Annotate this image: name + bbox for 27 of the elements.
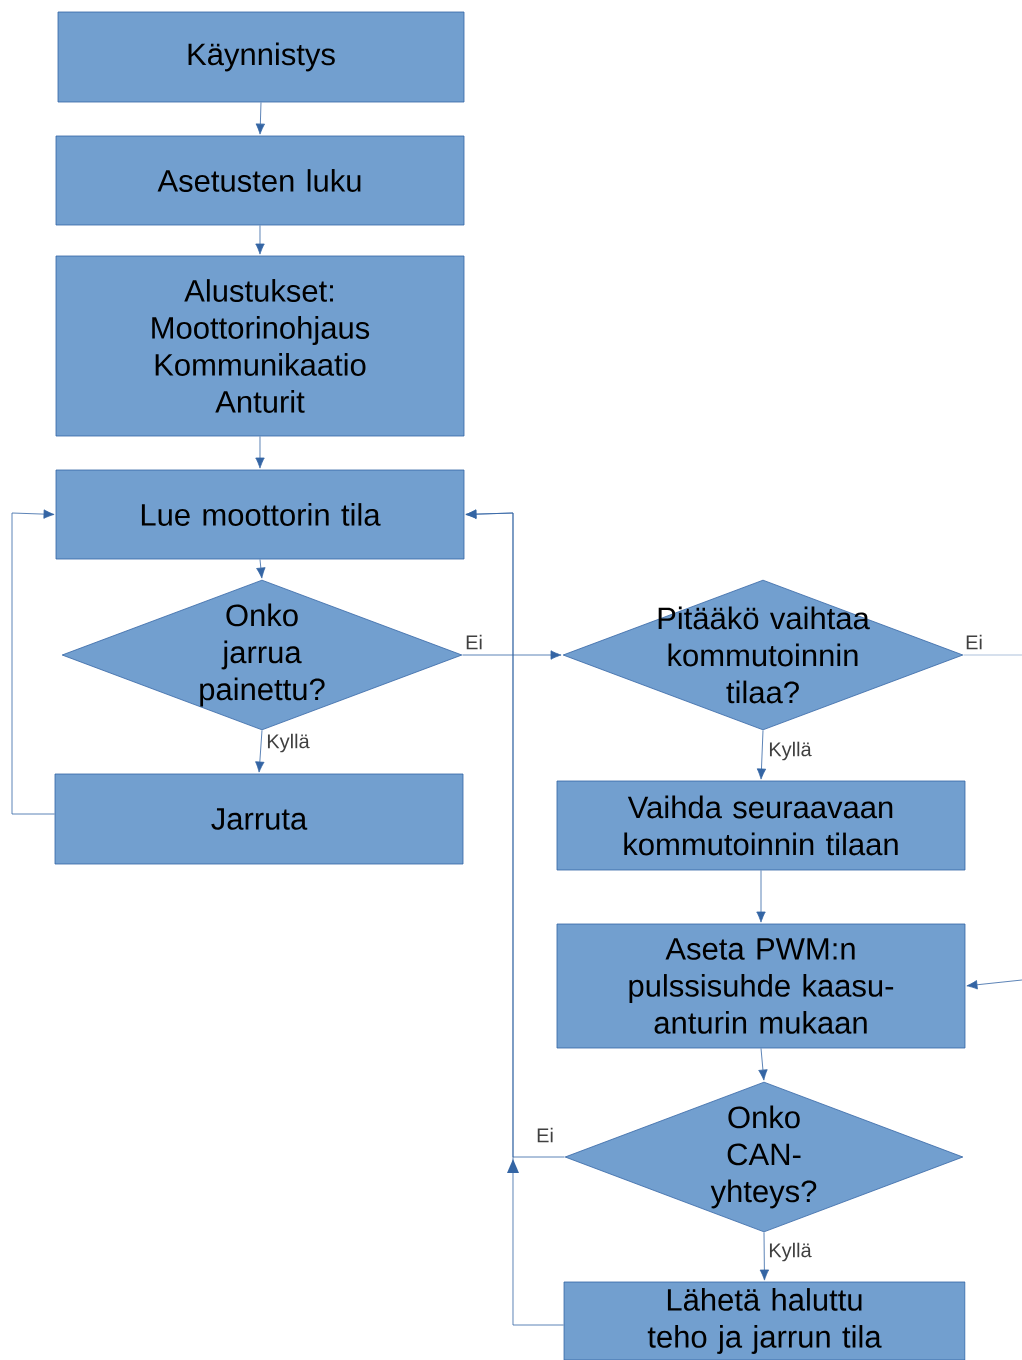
edge-label: Kyllä xyxy=(265,732,311,754)
edge-label: Ei xyxy=(964,633,984,651)
process-box: Lähetä haluttu teho ja jarrun tila xyxy=(563,1281,966,1360)
edge-label: Ei xyxy=(464,633,484,651)
arrow xyxy=(255,102,265,135)
process-box: Aseta PWM:n pulssisuhde kaasu-anturin mukaan xyxy=(556,923,966,1049)
process-box: Vaihda seuraavaan kommutoinnin tilaan xyxy=(556,780,966,871)
process-box: Käynnistys xyxy=(57,11,465,103)
process-box: Lue moottorin tila xyxy=(55,469,465,560)
arrow xyxy=(758,1048,768,1081)
arrow xyxy=(462,650,562,660)
arrow xyxy=(255,730,265,773)
edge-label: Kyllä xyxy=(767,740,813,762)
process-box: Jarruta xyxy=(54,773,464,865)
arrow xyxy=(756,870,766,923)
arrow xyxy=(255,436,265,469)
arrow xyxy=(11,509,55,815)
process-box: Alustukset: Moottorinohjaus Kommunikaatio Anturit xyxy=(55,255,465,437)
arrow xyxy=(756,730,767,780)
process-box: Asetusten luku xyxy=(55,135,465,226)
arrow xyxy=(256,559,266,579)
arrow xyxy=(759,1232,770,1281)
arrow xyxy=(465,509,564,1326)
arrow xyxy=(255,225,265,255)
edge-label: Kyllä xyxy=(767,1241,813,1263)
arrow xyxy=(966,979,1022,990)
edge-label: Ei xyxy=(535,1126,555,1144)
